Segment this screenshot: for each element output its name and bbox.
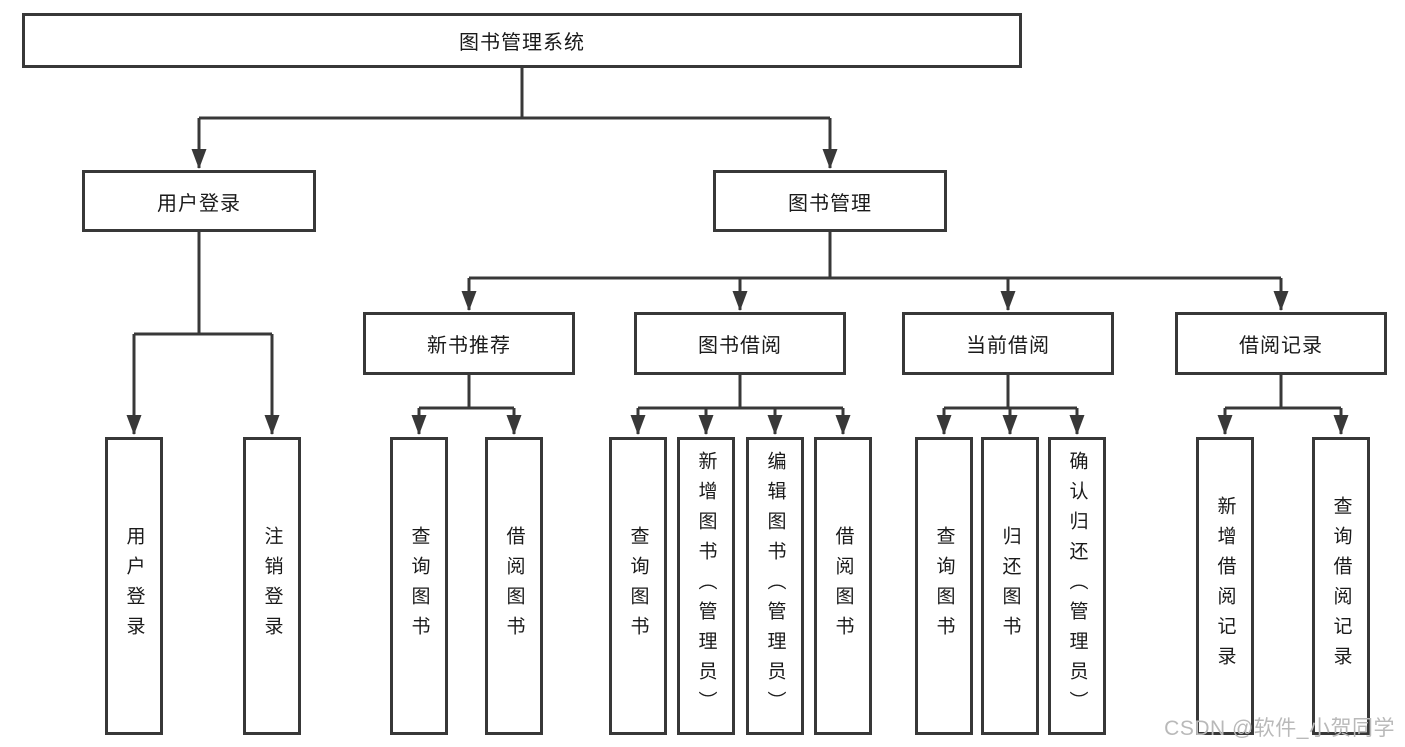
leaf-add-borrow-record: 新增借阅记录 [1196,437,1254,735]
node-current-borrow-label: 当前借阅 [966,335,1050,357]
leaf-user-login: 用户登录 [105,437,163,735]
node-user-login-label: 用户登录 [157,192,241,215]
connector-arrows [126,118,1349,435]
leaf-add-books-admin-label: 新增图书（管理员） [695,451,717,721]
node-root: 图书管理系统 [22,13,1022,68]
leaf-borrow-books-borrow: 借阅图书 [814,437,872,735]
leaf-edit-books-admin-label: 编辑图书（管理员） [764,451,786,721]
node-borrow-records-label: 借阅记录 [1239,335,1323,357]
node-user-login: 用户登录 [82,170,316,232]
leaf-user-login-label: 用户登录 [123,526,145,646]
leaf-query-books-borrow: 查询图书 [609,437,667,735]
leaf-edit-books-admin: 编辑图书（管理员） [746,437,804,735]
leaf-query-books-current: 查询图书 [915,437,973,735]
leaf-query-books-recommend: 查询图书 [390,437,448,735]
leaf-query-books-current-label: 查询图书 [933,526,955,646]
leaf-add-borrow-record-label: 新增借阅记录 [1214,496,1236,676]
connector-trunks [134,68,1341,410]
node-borrow-records: 借阅记录 [1175,312,1387,375]
node-book-management: 图书管理 [713,170,947,232]
leaf-logout-login-label: 注销登录 [261,526,283,646]
watermark-text: CSDN @软件_小贺同学 [1164,717,1395,740]
node-new-book-recommend: 新书推荐 [363,312,575,375]
leaf-query-books-recommend-label: 查询图书 [408,526,430,646]
leaf-confirm-return-admin: 确认归还（管理员） [1048,437,1106,735]
leaf-borrow-books-recommend: 借阅图书 [485,437,543,735]
node-root-label: 图书管理系统 [459,32,585,54]
leaf-add-books-admin: 新增图书（管理员） [677,437,735,735]
node-current-borrow: 当前借阅 [902,312,1114,375]
node-book-borrow: 图书借阅 [634,312,846,375]
node-new-book-recommend-label: 新书推荐 [427,335,511,357]
node-book-borrow-label: 图书借阅 [698,335,782,357]
leaf-query-books-borrow-label: 查询图书 [627,526,649,646]
leaf-query-borrow-record-label: 查询借阅记录 [1330,496,1352,676]
leaf-borrow-books-borrow-label: 借阅图书 [832,526,854,646]
node-book-management-label: 图书管理 [788,192,872,215]
leaf-return-books: 归还图书 [981,437,1039,735]
leaf-return-books-label: 归还图书 [999,526,1021,646]
leaf-logout-login: 注销登录 [243,437,301,735]
leaf-confirm-return-admin-label: 确认归还（管理员） [1066,451,1088,721]
leaf-query-borrow-record: 查询借阅记录 [1312,437,1370,735]
leaf-borrow-books-recommend-label: 借阅图书 [503,526,525,646]
